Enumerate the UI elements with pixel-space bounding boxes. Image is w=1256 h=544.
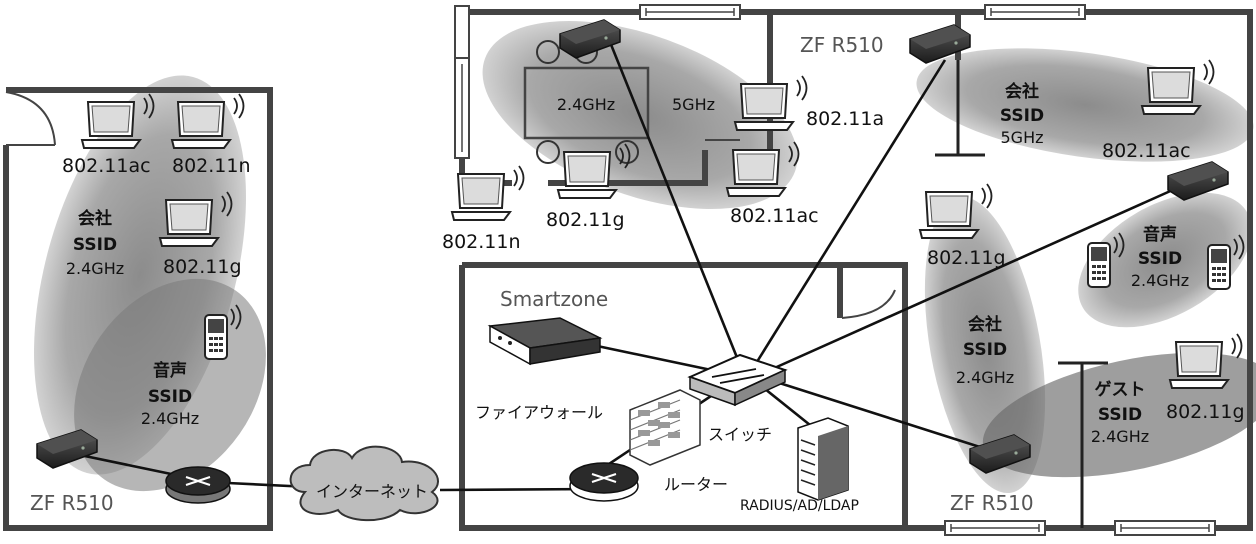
- cloud-icon: [289, 445, 439, 522]
- label-smartzone: Smartzone: [500, 287, 608, 311]
- label-right-voice-3: 2.4GHz: [1131, 271, 1189, 290]
- laptop-icon: [451, 165, 525, 221]
- coverage-voice-right: [1078, 192, 1252, 328]
- label-conf-24ghz: 2.4GHz: [557, 95, 615, 114]
- label-left-laptop-g: 802.11g: [163, 256, 242, 278]
- laptop-icon: [734, 75, 808, 131]
- label-guest-3: 2.4GHz: [1091, 427, 1149, 446]
- label-radius: RADIUS/AD/LDAP: [740, 498, 859, 514]
- server-icon: [797, 417, 849, 501]
- label-conf-laptop-a: 802.11a: [806, 108, 884, 130]
- switch-icon: [687, 353, 788, 407]
- label-left-corp-3: 2.4GHz: [66, 259, 124, 278]
- label-router: ルーター: [664, 475, 728, 494]
- label-right-ap-bottom: ZF R510: [950, 491, 1034, 515]
- label-left-voice-2: SSID: [148, 387, 192, 407]
- label-conf-5ghz: 5GHz: [672, 95, 715, 114]
- router-icon: [569, 462, 639, 502]
- label-corp24-3: 2.4GHz: [956, 368, 1014, 387]
- label-left-voice-1: 音声: [153, 360, 187, 381]
- label-left-voice-3: 2.4GHz: [141, 409, 199, 428]
- label-right-laptop-g-low: 802.11g: [1166, 401, 1245, 423]
- label-internet: インターネット: [316, 482, 428, 501]
- label-left-corp-1: 会社: [78, 208, 112, 229]
- label-right-ap-top: ZF R510: [800, 33, 884, 57]
- controller-icon: [487, 317, 603, 366]
- label-switch: スイッチ: [708, 425, 772, 444]
- label-left-ap: ZF R510: [30, 491, 114, 515]
- label-left-laptop-ac: 802.11ac: [62, 155, 151, 177]
- label-guest-1: ゲスト: [1095, 379, 1146, 400]
- label-left-corp-2: SSID: [73, 235, 117, 255]
- label-corp24-1: 会社: [968, 314, 1002, 335]
- firewall-icon: [629, 389, 701, 466]
- label-firewall: ファイアウォール: [475, 403, 603, 422]
- coverage-areas: [34, 20, 1256, 494]
- label-corp5-3: 5GHz: [1000, 128, 1043, 147]
- label-conf-laptop-g: 802.11g: [546, 209, 625, 231]
- label-conf-laptop-ac: 802.11ac: [730, 205, 819, 227]
- label-corp5-1: 会社: [1005, 81, 1039, 102]
- router-icon: [165, 466, 231, 504]
- label-right-laptop-ac: 802.11ac: [1102, 140, 1191, 162]
- label-conf-laptop-n: 802.11n: [442, 231, 521, 253]
- label-right-voice-2: SSID: [1138, 249, 1182, 269]
- windows: [454, 4, 1216, 536]
- label-right-voice-1: 音声: [1143, 224, 1177, 245]
- labels: 802.11ac 802.11n 802.11g 会社 SSID 2.4GHz …: [30, 33, 1245, 515]
- label-corp5-2: SSID: [1000, 106, 1044, 126]
- label-left-laptop-n: 802.11n: [172, 155, 251, 177]
- label-corp24-2: SSID: [963, 340, 1007, 360]
- coverage-corp-5ghz: [916, 48, 1254, 162]
- label-guest-2: SSID: [1098, 405, 1142, 425]
- label-right-laptop-g-mid: 802.11g: [927, 247, 1006, 269]
